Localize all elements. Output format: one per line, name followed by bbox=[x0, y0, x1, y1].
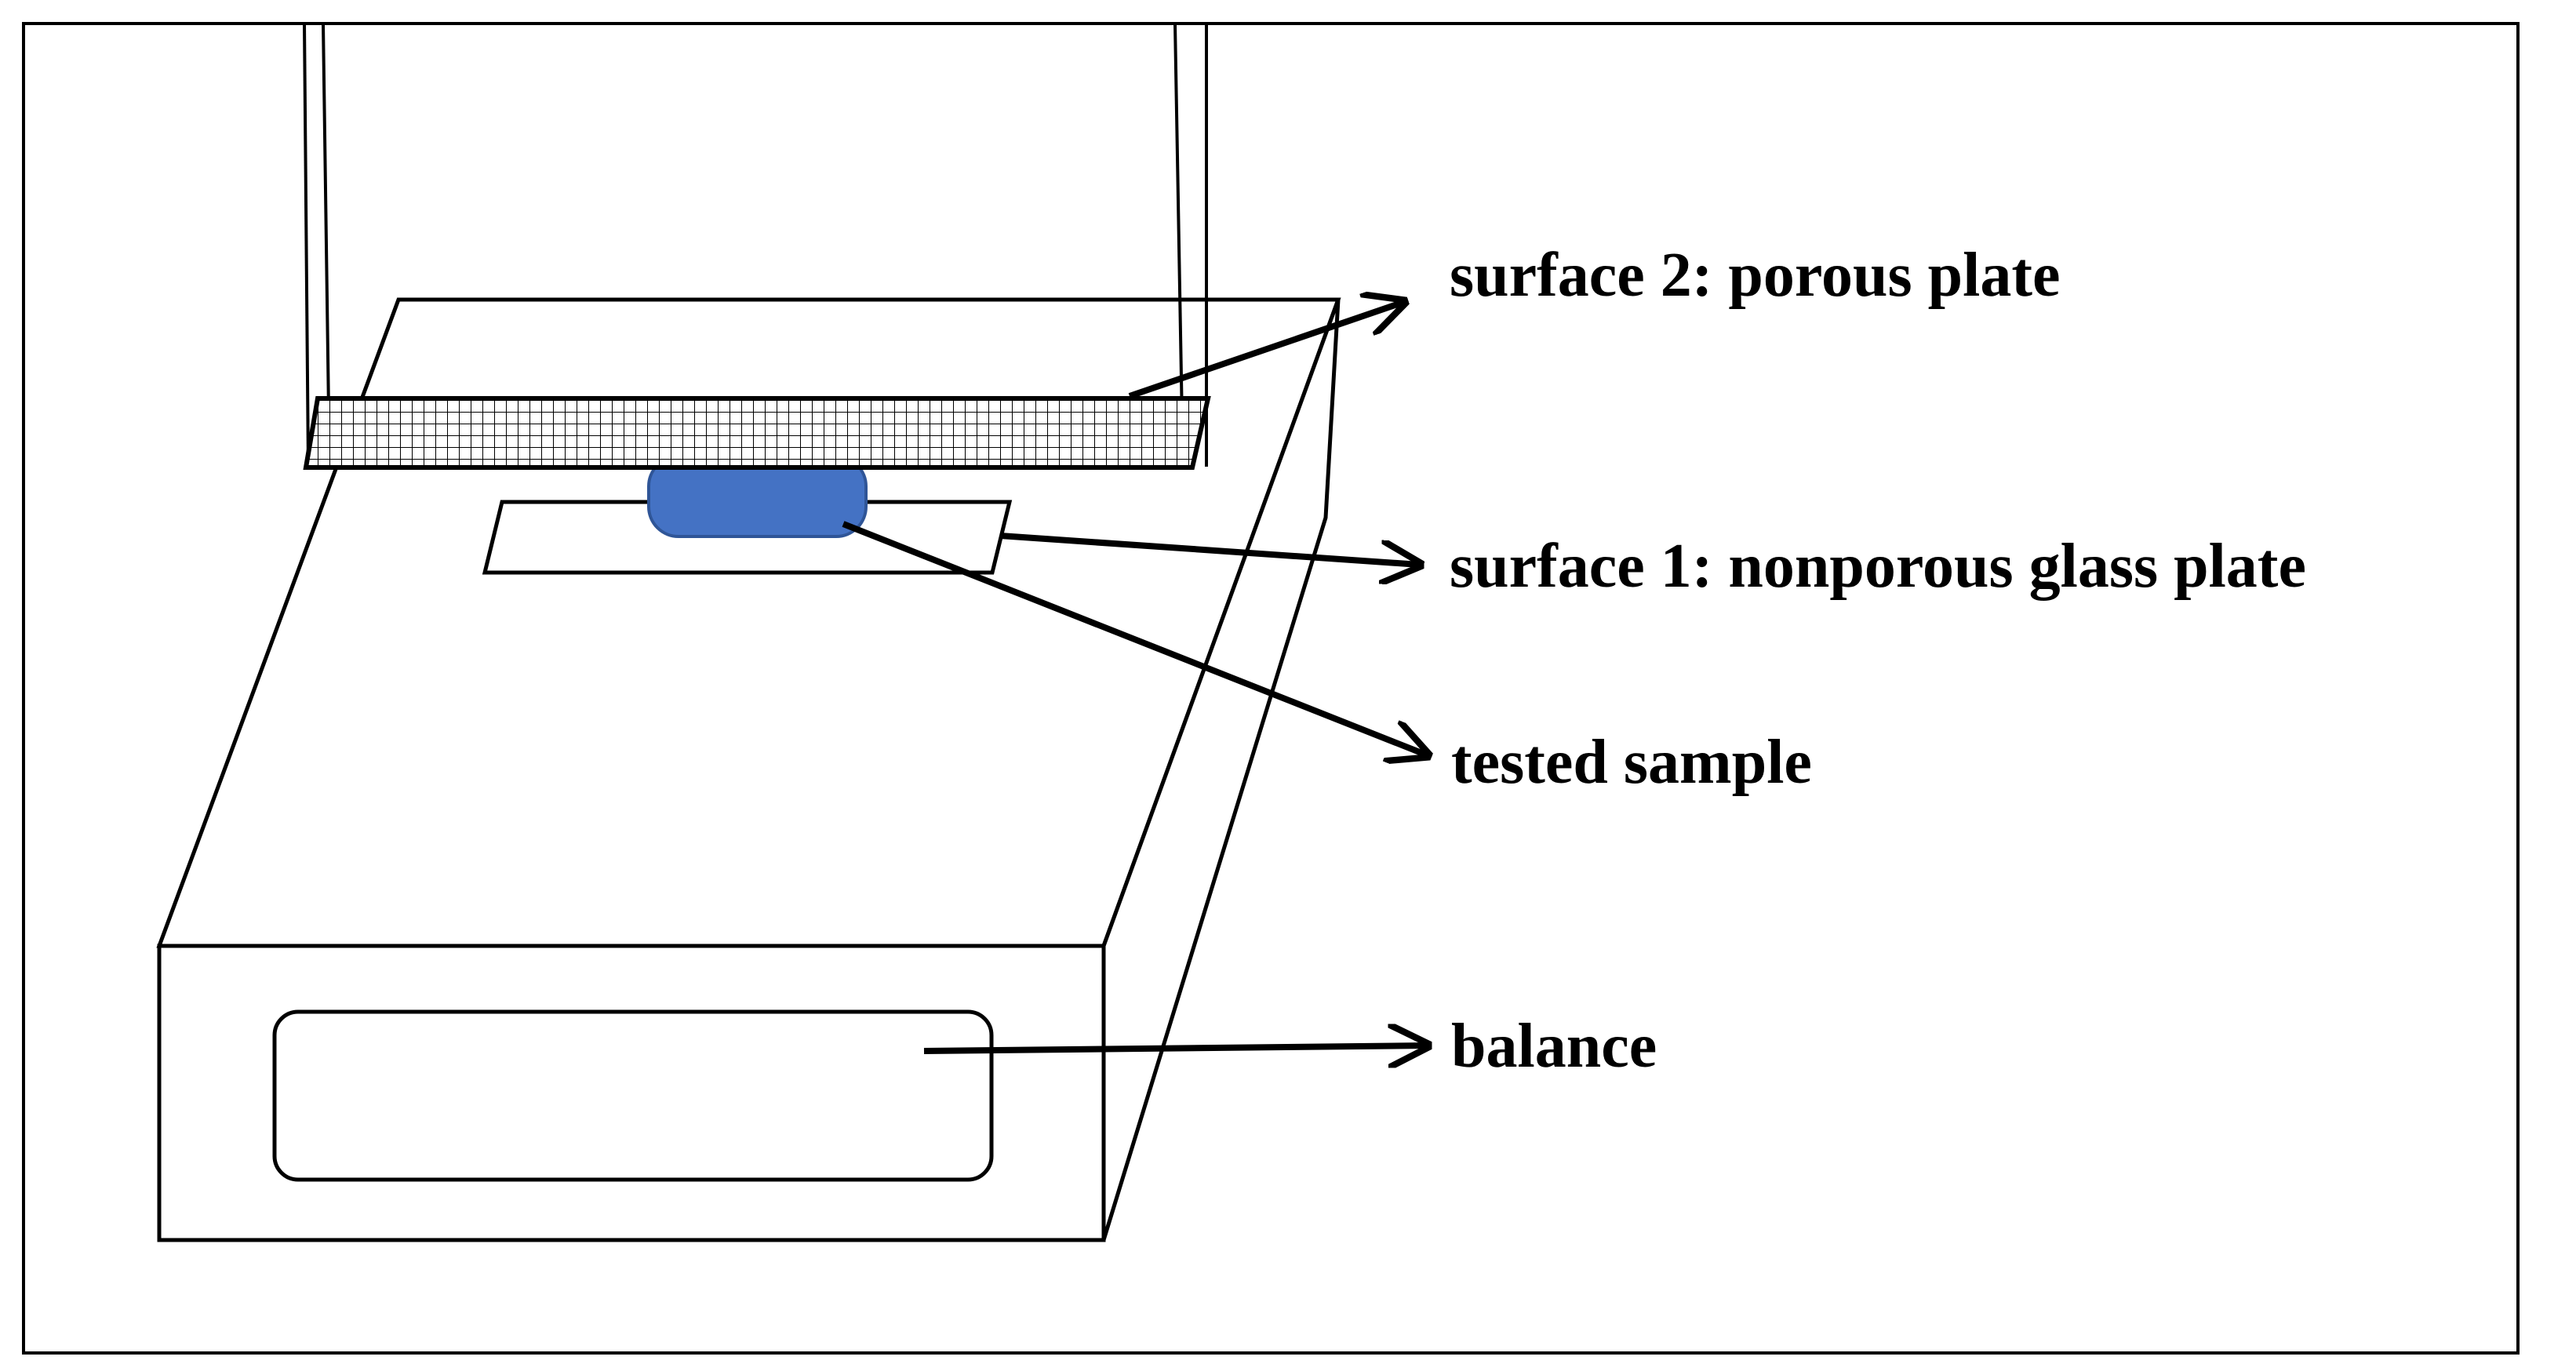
label-porous-plate: surface 2: porous plate bbox=[1450, 241, 2060, 310]
label-tested-sample: tested sample bbox=[1451, 728, 1812, 797]
suspension-rods bbox=[303, 23, 1208, 467]
arrow-balance bbox=[923, 1046, 1428, 1051]
leader-arrows bbox=[842, 302, 1428, 1051]
arrow-porous-plate bbox=[1128, 302, 1404, 399]
arrow-tested-sample bbox=[842, 521, 1428, 755]
balance-display bbox=[272, 1009, 994, 1182]
porous-plate bbox=[303, 396, 1211, 470]
arrow-glass-plate bbox=[999, 533, 1420, 565]
label-glass-plate: surface 1: nonporous glass plate bbox=[1450, 532, 2306, 601]
label-balance: balance bbox=[1451, 1012, 1657, 1081]
